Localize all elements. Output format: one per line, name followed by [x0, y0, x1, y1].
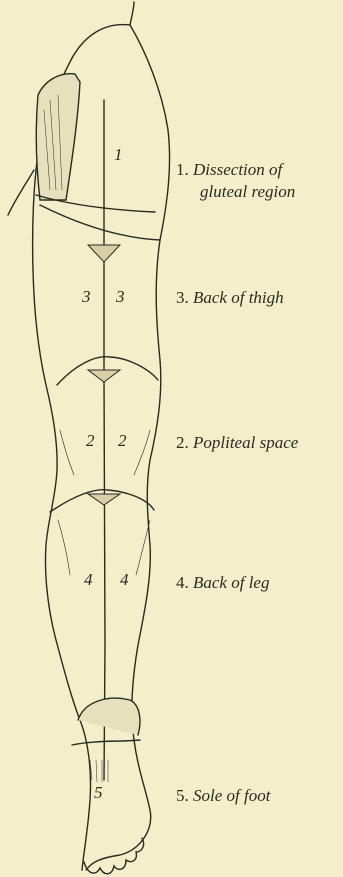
region-4-right: 4 — [120, 570, 129, 589]
label-popliteal-space: 2. Popliteal space — [176, 433, 298, 453]
label-back-of-thigh: 3. Back of thigh — [176, 288, 284, 308]
region-2-right: 2 — [118, 431, 127, 450]
label-back-of-leg: 4. Back of leg — [176, 573, 269, 593]
region-3-right: 3 — [115, 287, 125, 306]
buttock-top — [72, 25, 130, 58]
label-sole-of-foot: 5. Sole of foot — [176, 786, 270, 806]
gluteal-flap — [36, 74, 80, 200]
region-3-left: 3 — [81, 287, 91, 306]
region-1: 1 — [114, 145, 123, 164]
region-2-left: 2 — [86, 431, 95, 450]
leg-outline-right — [86, 25, 170, 870]
sole-line — [72, 740, 140, 745]
region-4-left: 4 — [84, 570, 93, 589]
region-5: 5 — [94, 783, 103, 802]
midline-incision — [104, 100, 105, 780]
label-gluteal: 1. Dissection of — [176, 160, 282, 180]
label-gluteal-line2: gluteal region — [200, 182, 295, 202]
heel-cup — [78, 698, 140, 735]
